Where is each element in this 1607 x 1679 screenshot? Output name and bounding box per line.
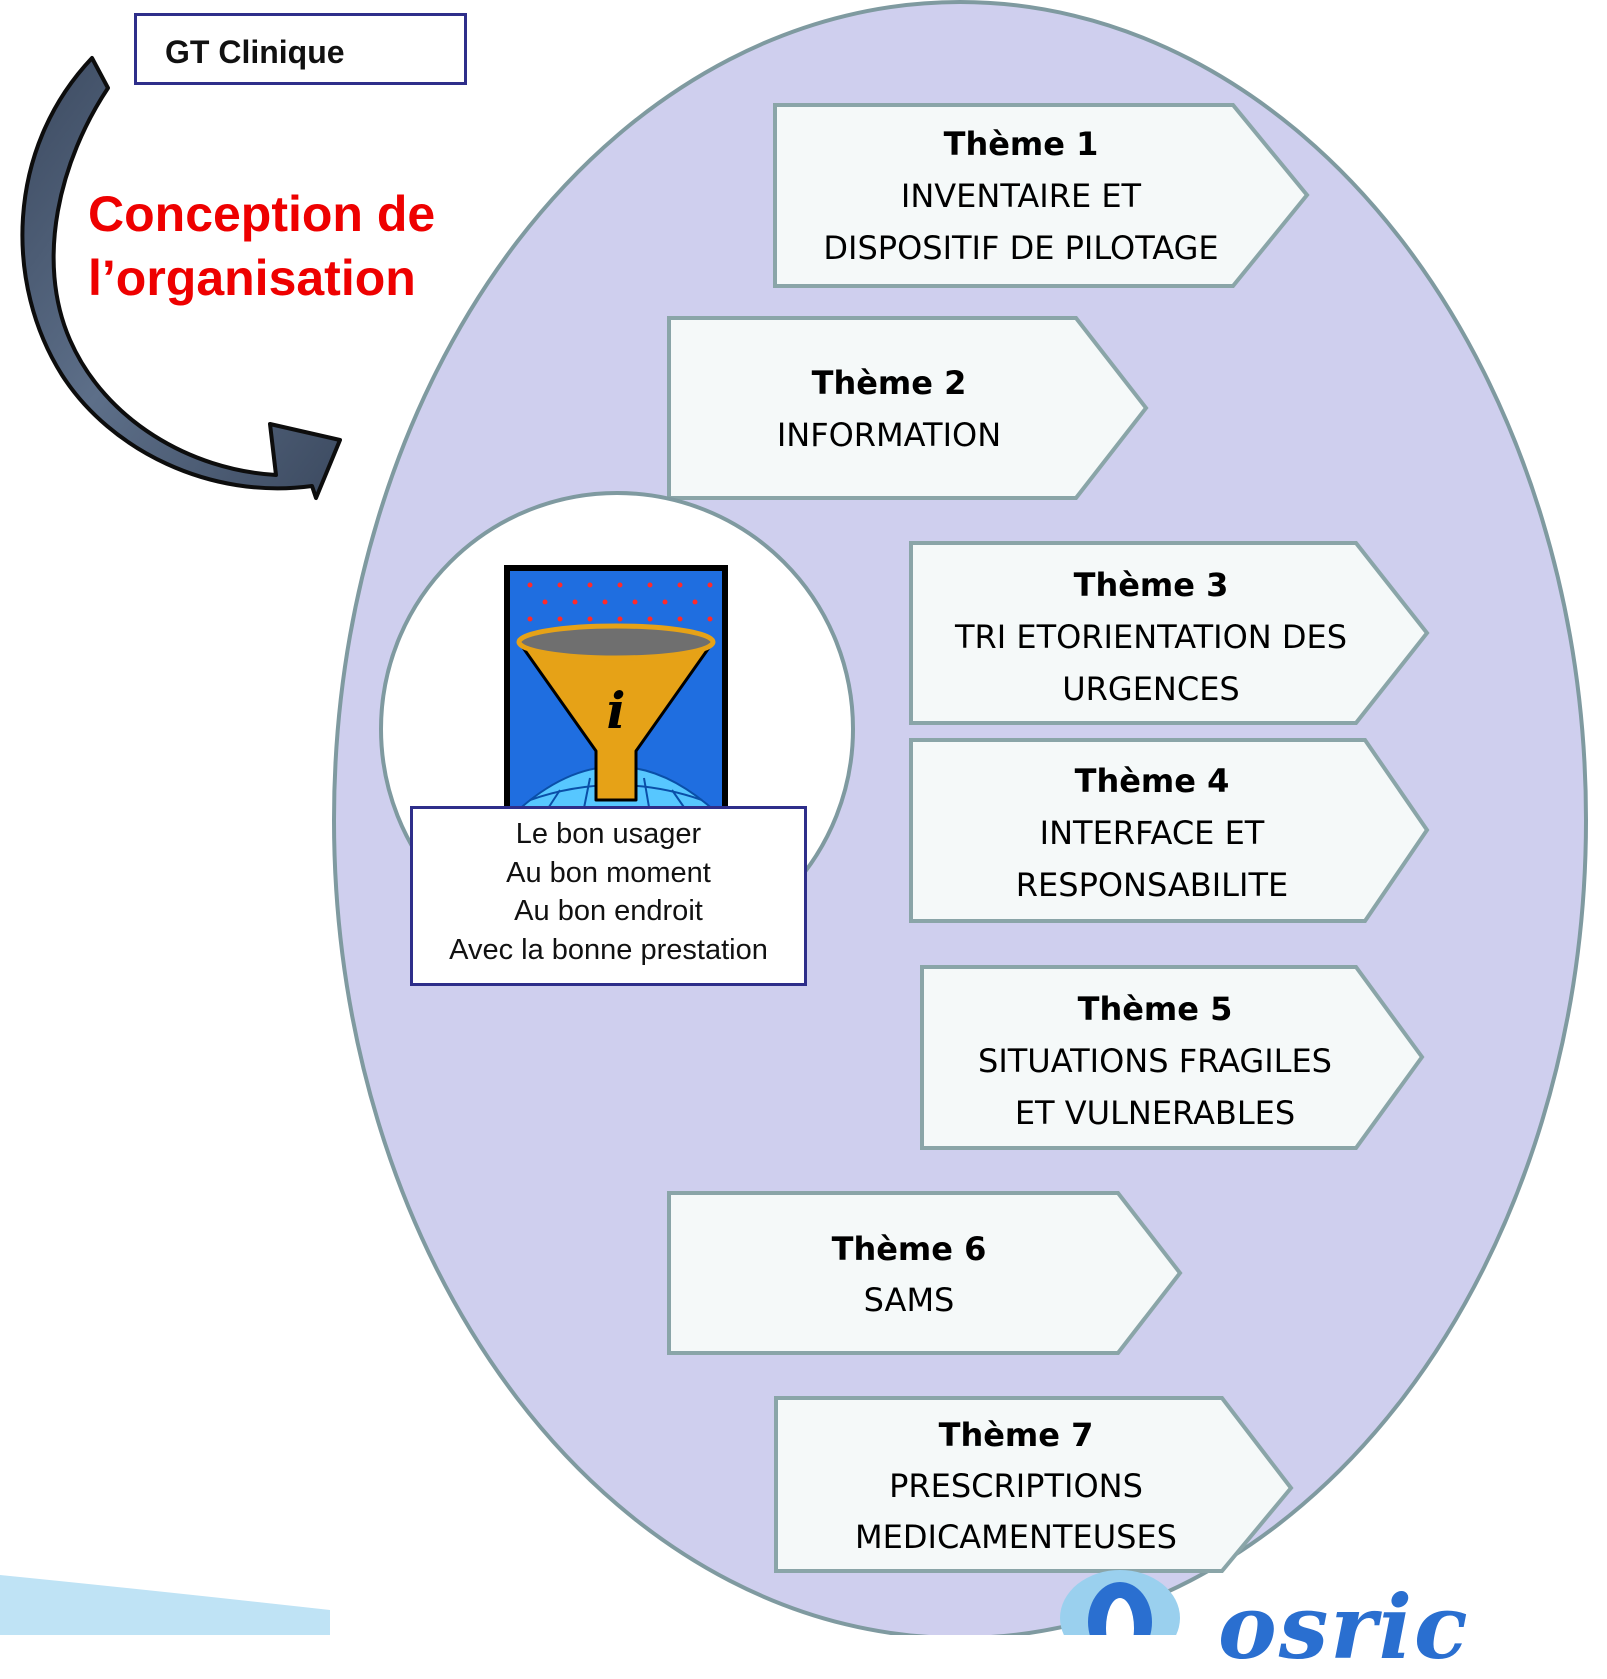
theme-6-line-1: SAMS	[864, 1281, 955, 1319]
curved-arrow-icon	[20, 56, 342, 500]
theme-1-chevron: Thème 1 INVENTAIRE ET DISPOSITIF DE PILO…	[773, 103, 1310, 288]
theme-5-line-1: SITUATIONS FRAGILES	[978, 1042, 1332, 1080]
theme-2-chevron: Thème 2 INFORMATION	[667, 316, 1149, 500]
theme-7-chevron: Thème 7 PRESCRIPTIONS MEDICAMENTEUSES	[774, 1396, 1294, 1573]
center-line-1: Le bon usager	[515, 818, 702, 850]
center-line-3: Au bon endroit	[514, 895, 703, 927]
theme-6-chevron: Thème 6 SAMS	[667, 1191, 1183, 1355]
svg-text:i: i	[607, 681, 626, 740]
theme-3-title: Thème 3	[1074, 566, 1229, 604]
theme-5-line-2: ET VULNERABLES	[1015, 1094, 1295, 1132]
theme-3-line-1: TRI ETORIENTATION DES	[954, 618, 1347, 656]
gt-clinique-box: GT Clinique	[134, 13, 467, 85]
osric-logo-text: osric	[1218, 1575, 1470, 1679]
theme-3-line-2: URGENCES	[1062, 670, 1239, 708]
center-line-4: Avec la bonne prestation	[449, 933, 768, 966]
theme-2-title: Thème 2	[812, 364, 967, 402]
center-text-box: Le bon usager Au bon moment Au bon endro…	[410, 806, 807, 986]
conception-label: Conception de l’organisation	[88, 182, 435, 310]
theme-5-title: Thème 5	[1078, 990, 1233, 1028]
center-line-2: Au bon moment	[506, 856, 711, 889]
theme-4-line-2: RESPONSABILITE	[1016, 866, 1288, 904]
conception-line-2: l’organisation	[88, 250, 416, 306]
theme-1-title: Thème 1	[944, 125, 1099, 163]
theme-5-chevron: Thème 5 SITUATIONS FRAGILES ET VULNERABL…	[920, 965, 1425, 1150]
theme-7-line-1: PRESCRIPTIONS	[889, 1467, 1143, 1505]
gt-clinique-label: GT Clinique	[165, 34, 345, 70]
theme-1-line-1: INVENTAIRE ET	[901, 177, 1142, 215]
conception-line-1: Conception de	[88, 186, 436, 242]
theme-2-line-1: INFORMATION	[777, 416, 1001, 454]
diagram-canvas: Thème 1 INVENTAIRE ET DISPOSITIF DE PILO…	[0, 0, 1588, 1635]
funnel-info-icon: i	[504, 565, 728, 815]
theme-7-title: Thème 7	[939, 1416, 1094, 1454]
theme-3-chevron: Thème 3 TRI ETORIENTATION DES URGENCES	[909, 541, 1430, 725]
theme-6-title: Thème 6	[832, 1230, 987, 1268]
bottom-swoosh	[0, 1575, 330, 1635]
theme-4-line-1: INTERFACE ET	[1040, 814, 1265, 852]
theme-4-title: Thème 4	[1075, 762, 1230, 800]
theme-4-chevron: Thème 4 INTERFACE ET RESPONSABILITE	[909, 738, 1430, 923]
osric-logo	[1060, 1570, 1180, 1635]
theme-7-line-2: MEDICAMENTEUSES	[855, 1518, 1177, 1556]
theme-1-line-2: DISPOSITIF DE PILOTAGE	[823, 229, 1218, 267]
